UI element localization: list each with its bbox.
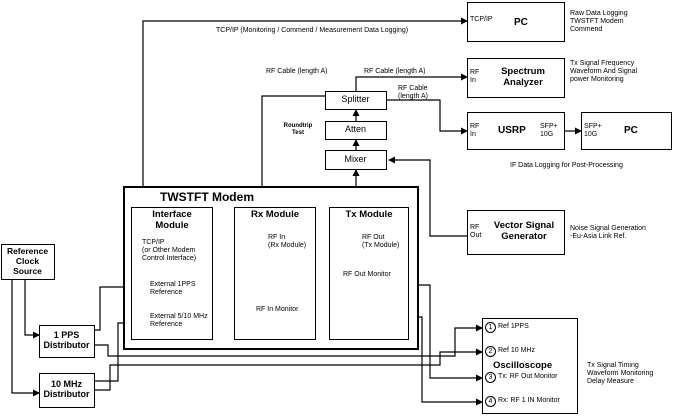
scope-port-label-1: Ref 1PPS [498, 323, 529, 330]
1pps-to-modem-line [95, 283, 144, 331]
vsg-title: Vector Signal Generator [493, 220, 555, 242]
usrp-title: USRP [498, 125, 526, 136]
scope-port-label-2: Ref 10 MHz [498, 347, 535, 354]
spectrum-analyzer-title: Spectrum Analyzer [501, 66, 545, 88]
tx-rf-out-monitor-label: RF Out Monitor [343, 271, 391, 278]
rx-rf-in-label: RF In (Rx Module) [268, 234, 307, 250]
rf-cable-to-spectrum-line [355, 73, 468, 91]
twstft-modem: TWSTFT Modem [123, 186, 419, 350]
scope-port-label-4: Rx: RF 1 IN Monitor [498, 397, 560, 404]
pps-distributor: 1 PPS Distributor [39, 325, 95, 358]
rf-cable-label-1: RF Cable (length A) [266, 68, 328, 75]
rx-rf-in-monitor-label: RF In Monitor [256, 306, 299, 313]
ext-ref-label: External 5/10 MHz Reference [150, 313, 208, 329]
1pps-to-scope-line [95, 324, 483, 357]
splitter-label: Splitter [341, 94, 370, 104]
interface-module [131, 207, 213, 340]
scope-port-number-1: 1 [485, 322, 496, 333]
tcpip-port-label: TCP/IP (or Other Modem Control Interface… [142, 239, 197, 263]
atten-label: Atten [344, 124, 366, 134]
spectrum-note: Tx Signal Frequency Waveform And Signal … [570, 60, 638, 84]
rf-cable-label-2: RF Cable (length A) [364, 68, 426, 75]
spectrum-analyzer-box: RF In Spectrum Analyzer [467, 58, 565, 98]
tcpip-link-label: TCP/IP (Monitoring / Commend / Measureme… [216, 27, 409, 34]
vsg-note: Noise Signal Generation -Eu-Asia Link Re… [570, 225, 646, 241]
atten-box: Atten [325, 121, 387, 140]
10mhz-to-scope-line [95, 348, 483, 391]
ext-1pps-label: External 1PPS Reference [150, 281, 196, 297]
tx-module-title: Tx Module [345, 209, 393, 220]
vsg-to-mixer-line [388, 156, 467, 237]
interface-module-title: Interface Module [152, 209, 192, 231]
mixer-label: Mixer [344, 154, 367, 164]
rx-module [234, 207, 316, 340]
roundtrip-label: Roundtrip Test [283, 123, 313, 136]
pc-right-port-label: SFP+ 10G [584, 123, 602, 139]
oscilloscope-box: Oscilloscope [482, 318, 578, 414]
rf-cable-to-usrp-line [387, 99, 468, 135]
splitter-box: Splitter [325, 91, 387, 110]
scope-port-label-3: Tx: RF Out Monitor [498, 373, 558, 380]
reference-clock-label: Reference Clock Source [6, 246, 49, 276]
pps-distributor-label: 1 PPS Distributor [43, 330, 90, 351]
ref-to-1pps-line [24, 280, 40, 339]
mixer-box: Mixer [325, 150, 387, 170]
modem-title: TWSTFT Modem [160, 190, 254, 204]
mhz-distributor: 10 MHz Distributor [39, 373, 95, 408]
reference-clock-source: Reference Clock Source [1, 244, 55, 280]
tcpip-line [142, 17, 468, 229]
pc-top-title: PC [514, 17, 528, 28]
oscilloscope-note: Tx Signal Timing Waveform Monitoring Del… [587, 362, 654, 386]
rx-module-title: Rx Module [250, 209, 300, 220]
scope-port-number-2: 2 [485, 346, 496, 357]
if-logging-label: IF Data Logging for Post-Processing [510, 162, 623, 169]
ref-to-10mhz-line [11, 280, 40, 397]
usrp-box: RF In USRP SFP+ 10G [467, 112, 565, 150]
pc-top-box: TCP/IP PC [467, 2, 565, 42]
pc-right-box: SFP+ 10G PC [581, 112, 672, 150]
vsg-box: RF Out Vector Signal Generator [467, 210, 565, 255]
scope-port-number-3: 3 [485, 372, 496, 383]
mhz-distributor-label: 10 MHz Distributor [43, 379, 90, 400]
oscilloscope-title: Oscilloscope [493, 360, 553, 371]
usrp-in-label: RF In [470, 123, 480, 139]
tx-module [329, 207, 409, 340]
tx-rf-out-label: RF Out (Tx Module) [362, 234, 400, 250]
vsg-port-label: RF Out [470, 224, 482, 240]
rf-cable-label-3: RF Cable (length A) [398, 85, 428, 101]
usrp-out-label: SFP+ 10G [540, 123, 558, 139]
pc-top-port-label: TCP/IP [470, 16, 493, 23]
pc-right-title: PC [624, 125, 638, 136]
scope-port-number-4: 4 [485, 396, 496, 407]
pc-top-note: Raw Data Logging TWSTFT Modem Commend [570, 10, 628, 34]
spectrum-port-label: RF In [470, 69, 480, 85]
